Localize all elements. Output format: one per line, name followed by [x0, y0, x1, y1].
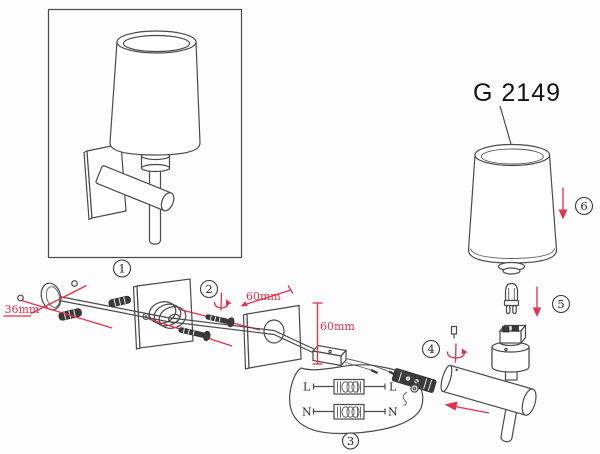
- mounting-screw: [205, 314, 235, 328]
- hole-spacing-dimension: 36mm: [3, 284, 113, 329]
- frame-border: [47, 8, 243, 259]
- neutral-wire-row: N N: [302, 403, 398, 420]
- svg-text:5: 5: [557, 297, 564, 311]
- svg-text:1: 1: [118, 262, 125, 276]
- lamp-shade: [109, 30, 201, 156]
- wiring-outline: [289, 364, 424, 435]
- wall-plate-part: [132, 278, 194, 350]
- svg-text:3: 3: [347, 434, 354, 448]
- rod-connector: [311, 344, 348, 368]
- live-right-label: L: [389, 381, 397, 394]
- step2-marker: 2: [199, 279, 232, 311]
- finished-lamp-frame: [47, 8, 243, 259]
- drill-hole: [17, 294, 24, 302]
- rotate-arrow-icon: [446, 343, 468, 363]
- step-6-badge: [574, 196, 594, 216]
- arm-open-end: [440, 364, 453, 393]
- plate-height-dimension: 60mm: [312, 302, 355, 365]
- canopy-ring: [40, 282, 62, 311]
- wire-eyelet: [410, 384, 419, 393]
- wall-plug: [108, 295, 131, 308]
- step4-marker: 4: [421, 325, 468, 363]
- wall-plug: [58, 308, 82, 321]
- step-5-badge: [551, 294, 571, 314]
- live-wire-row: L L: [303, 378, 397, 395]
- rotate-arrow-icon: [213, 292, 232, 311]
- svg-text:6: 6: [580, 199, 587, 213]
- screw-length-dimension: 60mm: [240, 285, 294, 307]
- bulb-part: [503, 282, 520, 315]
- neutral-right-label: N: [388, 406, 398, 419]
- drill-hole: [71, 280, 78, 287]
- step1-marker: 1: [112, 259, 132, 278]
- g9-socket: [498, 323, 527, 345]
- cable-terminal: [344, 358, 437, 406]
- svg-text:60mm: 60mm: [320, 320, 355, 333]
- wire-curl: [402, 391, 408, 406]
- live-left-label: L: [303, 381, 311, 394]
- insert-arrow: [444, 401, 490, 414]
- neutral-left-label: N: [302, 406, 312, 419]
- step-3-badge: [341, 432, 360, 450]
- lamp-arm: [95, 165, 175, 212]
- svg-text:60mm: 60mm: [246, 290, 281, 303]
- set-screw: [450, 325, 458, 335]
- model-leader-line: [499, 105, 514, 152]
- left-arrow-icon: [454, 405, 490, 414]
- svg-text:2: 2: [205, 282, 212, 296]
- arm-part: [440, 364, 537, 416]
- threaded-fitting: [148, 301, 177, 324]
- step-1-badge: [112, 259, 132, 278]
- socket-part: [491, 323, 530, 381]
- step6-marker: 6: [558, 187, 594, 220]
- wall-anchors: [17, 280, 131, 321]
- shade-part: G 2149: [467, 79, 561, 275]
- wiring-diagram: L L N N 3: [289, 364, 424, 450]
- step-4-badge: [421, 339, 441, 359]
- mounting-screw: [178, 327, 211, 341]
- model-label: G 2149: [473, 79, 561, 107]
- cover-plate-part: [242, 304, 302, 370]
- svg-text:4: 4: [427, 342, 434, 356]
- step5-marker: 5: [532, 286, 571, 317]
- wire: [344, 362, 372, 371]
- bulb-pin: [512, 304, 517, 315]
- bulb-pin: [505, 304, 511, 315]
- cover-plate-hole: [263, 319, 285, 344]
- step-2-badge: [199, 279, 219, 299]
